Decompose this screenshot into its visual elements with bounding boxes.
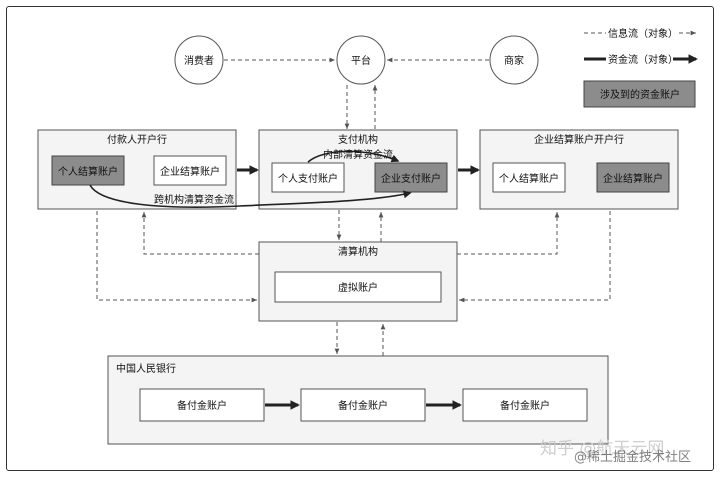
- clearing-to-payer-bank-arrow: [141, 212, 259, 255]
- payer-enterprise-account-label: 企业结算账户: [160, 165, 220, 178]
- merchant-node: [489, 35, 539, 85]
- virtual-account: [274, 271, 442, 303]
- legend-involved-swatch: [583, 80, 696, 108]
- legend-info-label: 信息流（对象）: [608, 27, 678, 40]
- enterprise-bank-to-clearing-arrow: [459, 211, 611, 303]
- enterprise-bank-title: 企业结算账户开户行: [534, 133, 624, 146]
- internal-clearing-arrow: [307, 150, 400, 163]
- payment-enterprise-account-label: 企业支付账户: [381, 172, 441, 185]
- payment-personal-account: [271, 162, 345, 193]
- legend-fund-label: 资金流（对象）: [608, 53, 678, 66]
- enterprise-bank: 企业结算账户开户行 个人结算账户 企业结算账户: [479, 129, 679, 210]
- pboc: 中国人民银行 备付金账户 备付金账户 备付金账户: [107, 355, 609, 445]
- pboc-title: 中国人民银行: [116, 362, 176, 375]
- reserve-account-3-label: 备付金账户: [500, 399, 550, 412]
- payer-bank-title: 付款人开户行: [107, 133, 167, 146]
- payer-enterprise-account: [153, 155, 227, 186]
- cross-institution-clearing-arrow: [89, 184, 412, 208]
- reserve-account-2-label: 备付金账户: [338, 399, 388, 412]
- enterprise-personal-account-label: 个人结算账户: [499, 172, 559, 185]
- cross-institution-clearing-label: 跨机构清算资金流: [154, 193, 234, 206]
- clearing-institution-title: 清算机构: [338, 245, 378, 258]
- merchant-label: 商家: [504, 54, 524, 67]
- consumer-node: [174, 35, 224, 85]
- payment-institution-title: 支付机构: [338, 133, 378, 146]
- virtual-account-label: 虚拟账户: [338, 281, 378, 294]
- consumer-label: 消费者: [184, 54, 214, 67]
- payment-institution: 支付机构 个人支付账户 企业支付账户: [258, 129, 458, 210]
- platform-label: 平台: [351, 54, 371, 67]
- payer-personal-account-label: 个人结算账户: [58, 165, 118, 178]
- reserve-account-2: [300, 388, 426, 422]
- watermark-juejin: @稀土掘金技术社区: [574, 449, 691, 465]
- clearing-to-enterprise-bank-arrow: [457, 212, 560, 255]
- payer-bank: 付款人开户行 个人结算账户 企业结算账户: [37, 129, 237, 210]
- payment-enterprise-account: [374, 162, 448, 193]
- reserve-account-1-label: 备付金账户: [177, 399, 227, 412]
- reserve-account-1: [139, 388, 265, 422]
- enterprise-enterprise-account-label: 企业结算账户: [603, 172, 663, 185]
- payment-personal-account-label: 个人支付账户: [278, 172, 338, 185]
- platform-node: [336, 35, 386, 85]
- clearing-institution: 清算机构 虚拟账户: [258, 241, 458, 322]
- enterprise-enterprise-account: [596, 162, 670, 193]
- legend-involved-label: 涉及到的资金账户: [600, 88, 680, 101]
- internal-clearing-label: 内部清算资金流: [323, 148, 393, 161]
- enterprise-personal-account: [492, 162, 566, 193]
- payer-personal-account: [51, 155, 125, 186]
- payer-bank-to-clearing-arrow: [96, 211, 257, 303]
- reserve-account-3: [462, 388, 588, 422]
- watermark-zhihu: 知乎 @航天云网: [540, 439, 664, 459]
- legend: 信息流（对象） 资金流（对象） 涉及到的资金账户: [583, 27, 698, 108]
